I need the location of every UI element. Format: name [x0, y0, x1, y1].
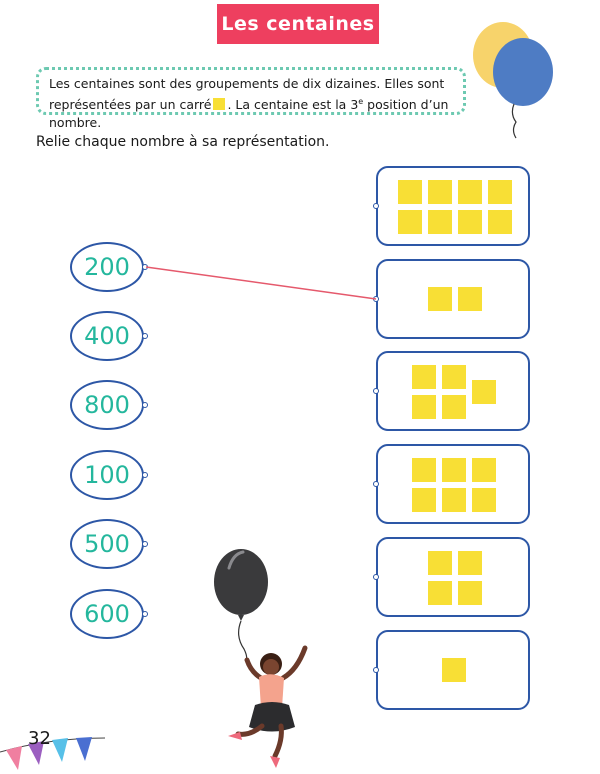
connector-line	[145, 266, 377, 300]
number-oval[interactable]: 100	[70, 450, 144, 500]
info-box: Les centaines sont des groupements de di…	[36, 67, 466, 130]
hundred-square	[398, 180, 422, 204]
hundred-square	[442, 458, 466, 482]
hundred-square	[458, 287, 482, 311]
connector-dot[interactable]	[142, 402, 148, 408]
number-label: 100	[84, 461, 130, 489]
number-label: 200	[84, 253, 130, 281]
connector-dot[interactable]	[142, 472, 148, 478]
hundred-square	[458, 180, 482, 204]
connector-dot[interactable]	[373, 481, 379, 487]
hundred-square	[412, 395, 436, 419]
hundred-square	[458, 551, 482, 575]
hundred-square	[458, 581, 482, 605]
hundred-square	[472, 458, 496, 482]
number-label: 800	[84, 391, 130, 419]
hundred-square	[488, 180, 512, 204]
number-label: 400	[84, 322, 130, 350]
hundred-square	[412, 488, 436, 512]
number-oval[interactable]: 800	[70, 380, 144, 430]
page-number: 32	[28, 728, 51, 749]
representation-card-4[interactable]	[376, 537, 530, 617]
info-line-1: Les centaines sont des groupements de di…	[49, 76, 445, 91]
hundred-square	[398, 210, 422, 234]
hundred-square	[428, 210, 452, 234]
dark-balloon	[214, 549, 268, 662]
hundred-square	[428, 287, 452, 311]
connector-dot[interactable]	[142, 333, 148, 339]
connector-dot[interactable]	[373, 203, 379, 209]
hundred-square	[428, 551, 452, 575]
page-title: Les centaines	[217, 4, 379, 44]
hundred-square	[412, 365, 436, 389]
connector-dot[interactable]	[373, 388, 379, 394]
number-label: 600	[84, 600, 130, 628]
hundred-square-icon	[213, 98, 226, 111]
girl-illustration	[228, 645, 308, 768]
hundred-square	[428, 180, 452, 204]
connector-dot[interactable]	[373, 574, 379, 580]
hundred-square	[472, 488, 496, 512]
hundred-square	[442, 488, 466, 512]
info-line-2: représentées par un carré . La centaine e…	[49, 93, 453, 132]
connector-dot[interactable]	[142, 541, 148, 547]
blue-balloon	[493, 38, 553, 106]
hundred-square	[458, 210, 482, 234]
hundred-square	[442, 658, 466, 682]
hundred-square	[472, 380, 496, 404]
hundred-square	[428, 581, 452, 605]
hundred-square	[442, 395, 466, 419]
info-text: position d’un nombre.	[49, 97, 449, 131]
connector-dot[interactable]	[373, 667, 379, 673]
hundred-square	[442, 365, 466, 389]
bunting-decoration	[0, 737, 106, 770]
number-label: 500	[84, 530, 130, 558]
hundred-square	[488, 210, 512, 234]
instruction: Relie chaque nombre à sa représentation.	[36, 134, 330, 150]
info-text: représentées par un carré	[49, 97, 212, 113]
info-text: . La centaine est la 3	[227, 97, 359, 113]
superscript: e	[358, 97, 364, 106]
connector-dot[interactable]	[142, 611, 148, 617]
hundred-square	[412, 458, 436, 482]
